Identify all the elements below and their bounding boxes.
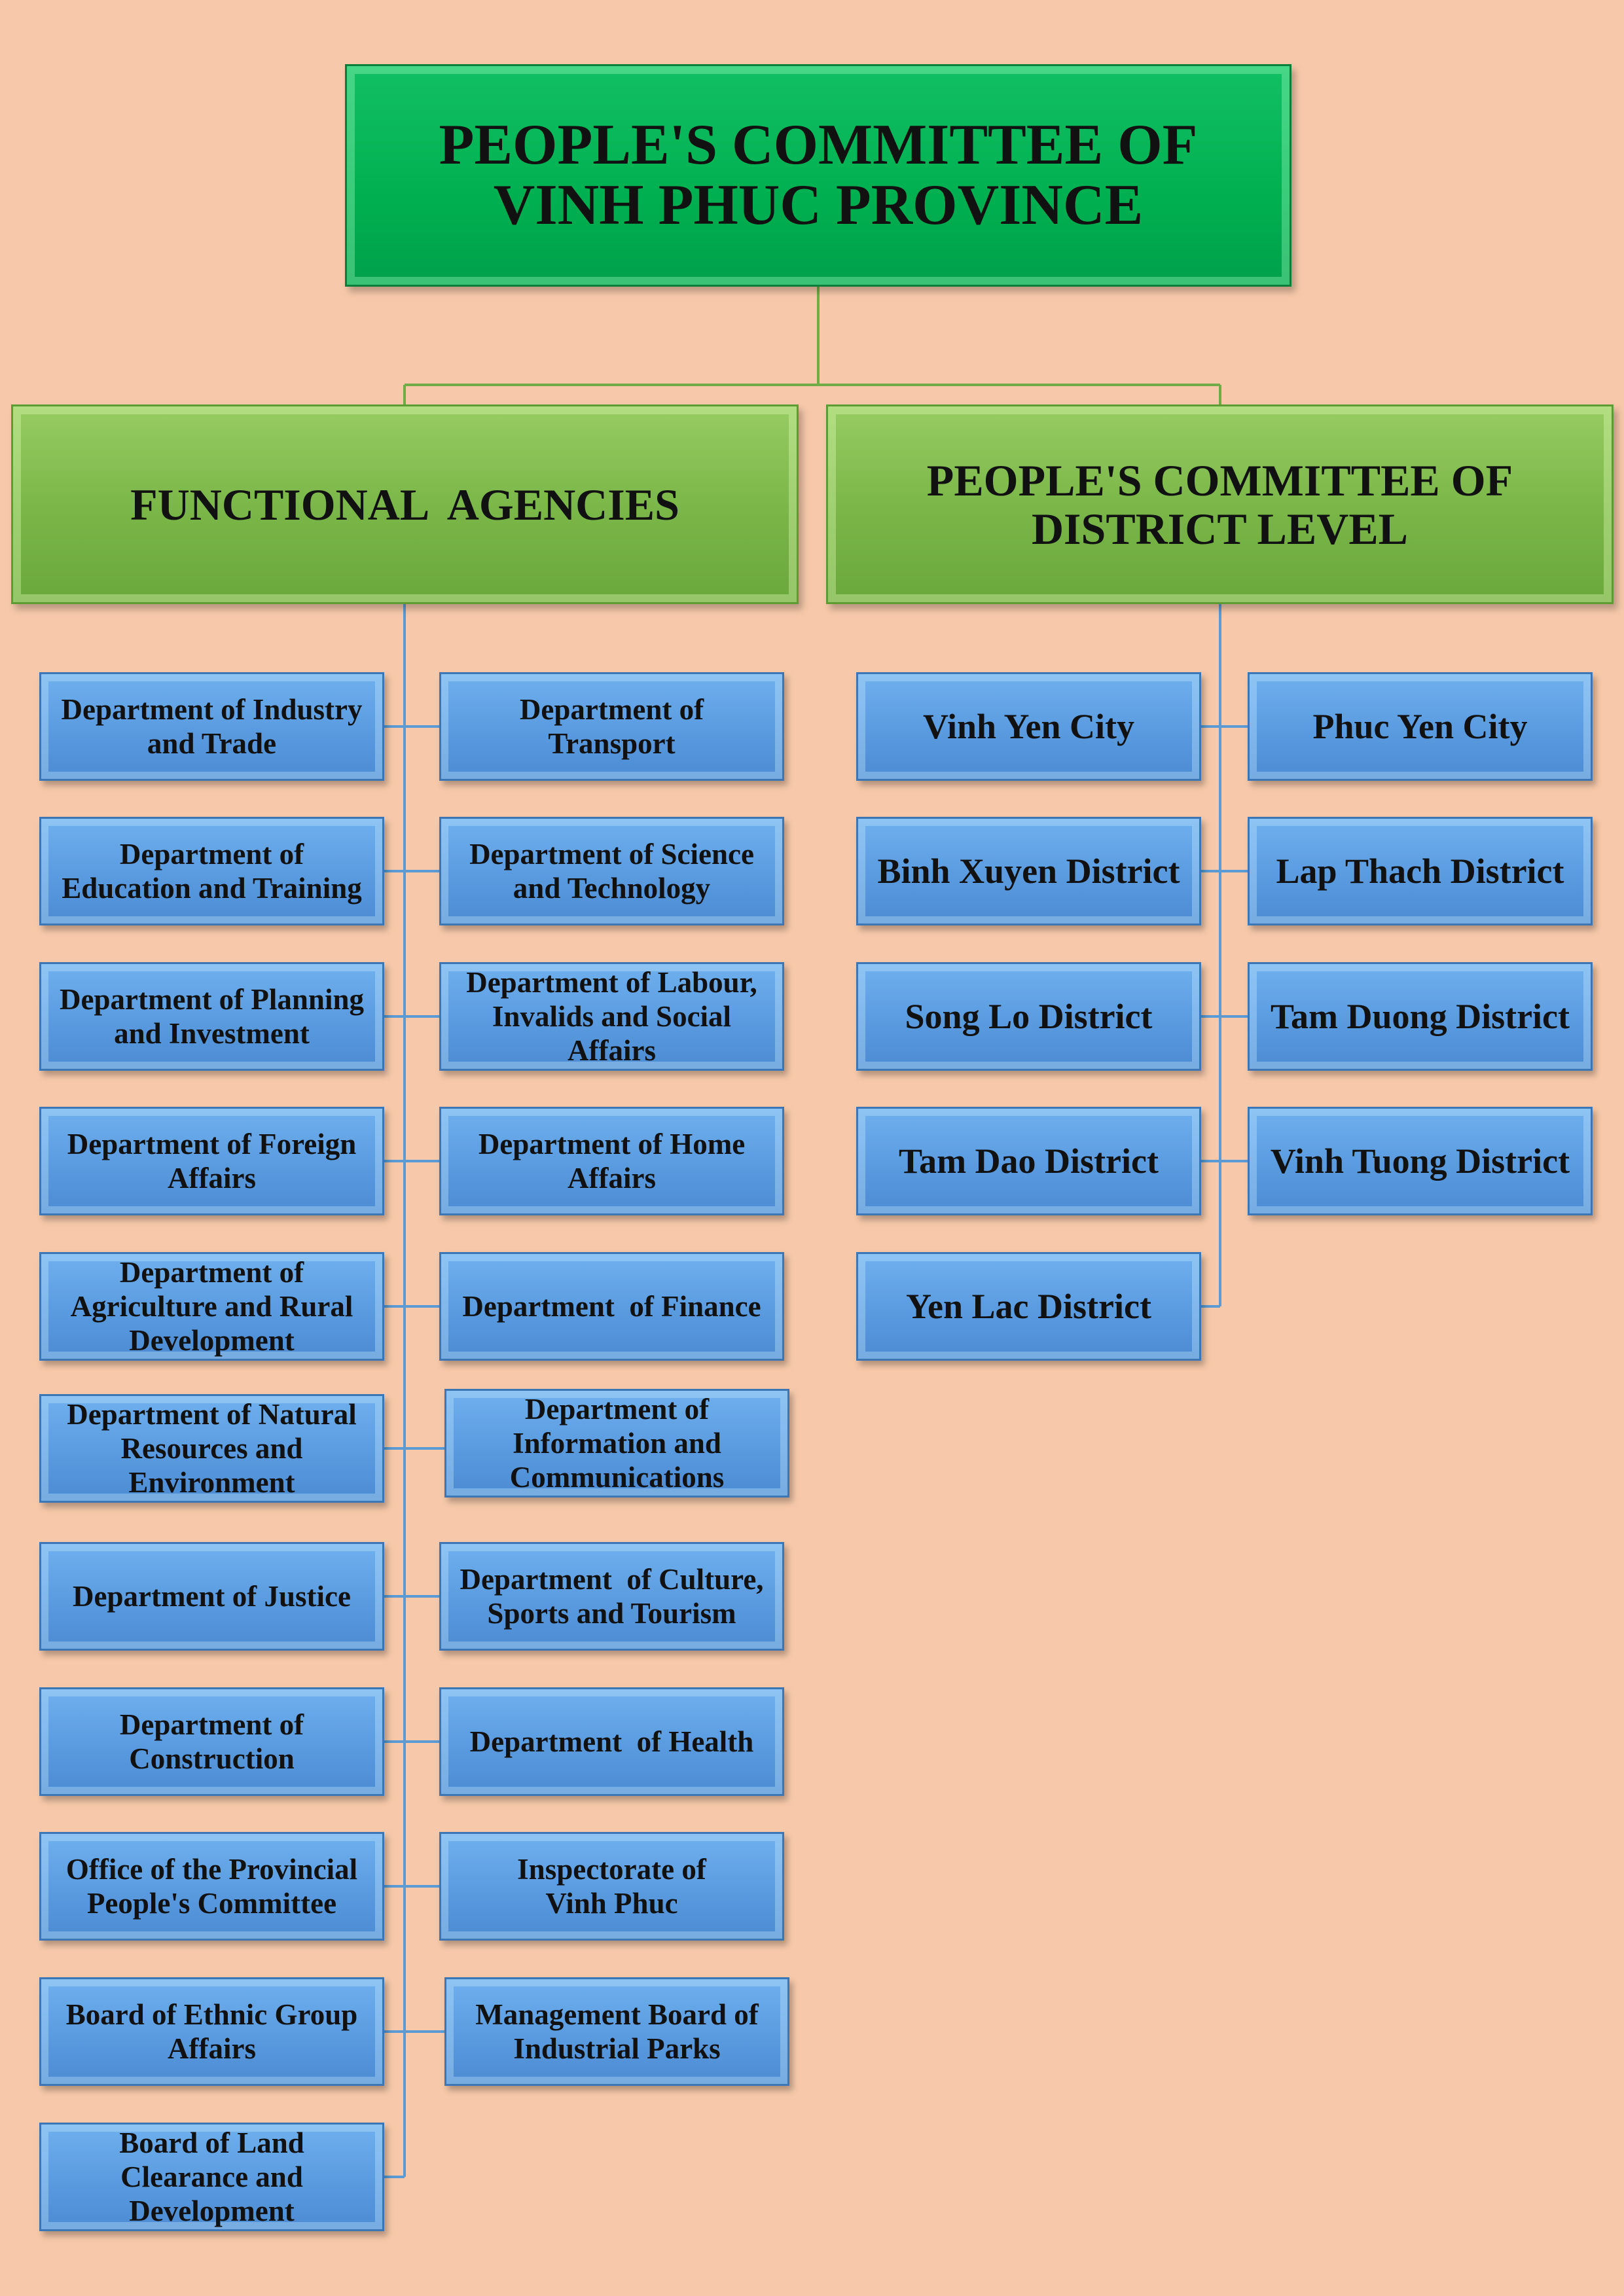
agency-name-line: Inspectorate of — [517, 1853, 706, 1886]
agency-box-department-of-health: Department of Health — [439, 1687, 784, 1796]
district-box-tam-dao-district: Tam Dao District — [856, 1107, 1201, 1215]
agency-name-line: Board of Ethnic Group — [65, 1998, 358, 2031]
agency-name-line: and Investment — [114, 1017, 310, 1050]
agency-name-line: Department of Labour, — [466, 966, 757, 999]
agency-name-line: Transport — [548, 727, 676, 760]
agency-name-line: Department of Industry — [61, 693, 363, 726]
agency-name-line: Department of Natural — [67, 1398, 357, 1431]
agency-box-department-of-justice: Department of Justice — [39, 1542, 384, 1651]
district-box-vinh-yen-city: Vinh Yen City — [856, 672, 1201, 781]
agency-name-line: Department of — [119, 1256, 304, 1289]
provincial-committee-line: VINH PHUC PROVINCE — [493, 173, 1144, 237]
agency-name-line: Development — [129, 2195, 295, 2227]
district-name: Song Lo District — [905, 997, 1153, 1036]
district-box-lap-thach-district: Lap Thach District — [1248, 817, 1593, 925]
agency-name-line: Affairs — [168, 1162, 256, 1194]
district-name: Phuc Yen City — [1312, 707, 1528, 746]
agency-box-department-of-culture-sports-and-tourism: Department of Culture,Sports and Tourism — [439, 1542, 784, 1651]
agency-name-line: Affairs — [568, 1162, 656, 1194]
agency-name-line: Vinh Phuc — [545, 1887, 678, 1920]
agency-name-line: Department of Justice — [73, 1580, 351, 1613]
agency-name-line: Department of — [519, 693, 704, 726]
district-name: Tam Dao District — [899, 1141, 1159, 1181]
agency-name-line: Affairs — [568, 1034, 656, 1067]
district-name: Yen Lac District — [906, 1287, 1151, 1326]
agency-box-department-of-finance: Department of Finance — [439, 1252, 784, 1361]
district-committee-line: PEOPLE'S COMMITTEE OF — [926, 455, 1513, 505]
agency-name-line: Information and — [513, 1427, 721, 1460]
district-name: Binh Xuyen District — [877, 852, 1180, 891]
agency-name-line: Clearance and — [120, 2161, 303, 2193]
agency-name-line: Education and Training — [62, 872, 362, 905]
agency-name-line: Department of Planning — [60, 983, 364, 1016]
district-committee-line: DISTRICT LEVEL — [1031, 503, 1409, 554]
agency-name-line: and Trade — [147, 727, 277, 760]
agency-name-line: Communications — [509, 1461, 725, 1494]
agency-name-line: Management Board of — [475, 1998, 759, 2031]
provincial-committee-line: PEOPLE'S COMMITTEE OF — [439, 113, 1198, 177]
agency-name-line: Department of — [119, 1708, 304, 1741]
agency-name-line: Office of the Provincial — [65, 1853, 358, 1886]
district-name: Vinh Tuong District — [1270, 1141, 1570, 1181]
agency-name-line: Department of Finance — [462, 1290, 761, 1323]
agency-name-line: Department of Health — [469, 1725, 754, 1758]
district-name: Vinh Yen City — [922, 707, 1135, 746]
agency-name-line: Affairs — [168, 2032, 256, 2065]
functional-agencies-label: FUNCTIONAL AGENCIES — [130, 479, 679, 529]
agency-name-line: Department of — [524, 1393, 710, 1426]
district-name: Tam Duong District — [1270, 997, 1570, 1036]
agency-name-line: People's Committee — [86, 1887, 337, 1920]
district-box-phuc-yen-city: Phuc Yen City — [1248, 672, 1593, 781]
agency-name-line: Environment — [128, 1466, 295, 1499]
agency-name-line: Sports and Tourism — [487, 1597, 736, 1630]
district-box-binh-xuyen-district: Binh Xuyen District — [856, 817, 1201, 925]
agency-name-line: Industrial Parks — [513, 2032, 721, 2065]
agency-name-line: and Technology — [513, 872, 711, 905]
agency-name-line: Board of Land — [119, 2126, 304, 2159]
agency-name-line: Resources and — [120, 1432, 303, 1465]
agency-name-line: Department of Foreign — [67, 1128, 357, 1160]
agency-name-line: Development — [129, 1324, 295, 1357]
agency-name-line: Department of Home — [478, 1128, 746, 1160]
agency-name-line: Department of Science — [469, 838, 754, 870]
functional-agencies-box: FUNCTIONAL AGENCIES — [11, 404, 799, 604]
agency-name-line: Department of Culture, — [460, 1563, 764, 1596]
district-box-song-lo-district: Song Lo District — [856, 962, 1201, 1071]
agency-name-line: Agriculture and Rural — [70, 1290, 353, 1323]
agency-name-line: Department of — [119, 838, 304, 870]
district-box-vinh-tuong-district: Vinh Tuong District — [1248, 1107, 1593, 1215]
district-box-yen-lac-district: Yen Lac District — [856, 1252, 1201, 1361]
district-box-tam-duong-district: Tam Duong District — [1248, 962, 1593, 1071]
district-name: Lap Thach District — [1276, 852, 1564, 891]
agency-name-line: Invalids and Social — [492, 1000, 732, 1033]
agency-box-department-of-labour-invalids-and-social-affairs: Department of Labour,Invalids and Social… — [439, 962, 784, 1071]
agency-name-line: Construction — [129, 1742, 295, 1775]
